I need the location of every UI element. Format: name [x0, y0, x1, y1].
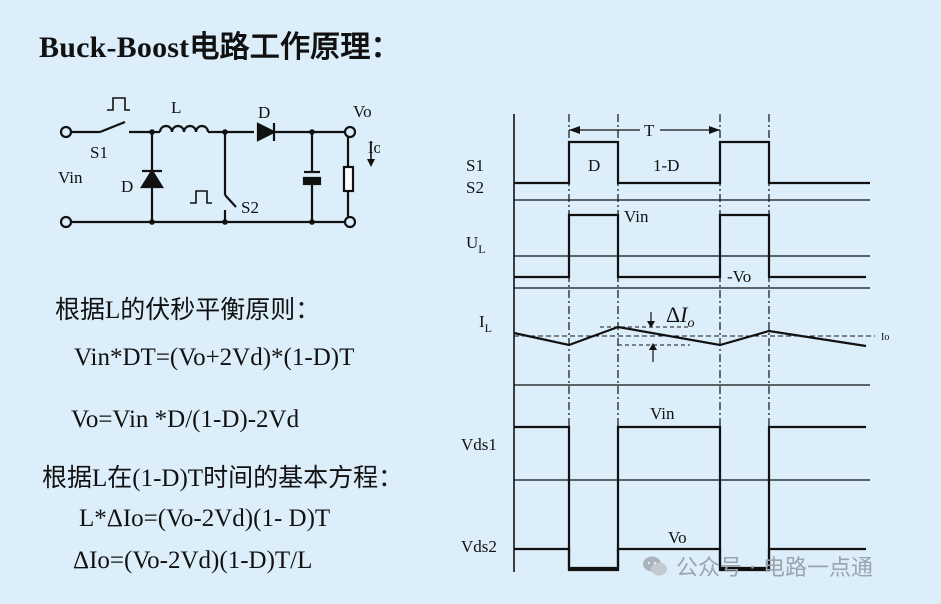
label-D-left: D	[121, 177, 133, 196]
output-capacitor	[302, 170, 322, 186]
s2-switch	[224, 194, 237, 208]
wechat-icon	[642, 555, 668, 577]
watermark-text: 公众号 · 电路一点通	[676, 556, 873, 581]
signal-label-UL: UL	[466, 233, 486, 256]
delta-arrow-down-icon	[647, 321, 655, 328]
signal-label-UL-sub: L	[478, 242, 485, 256]
vin-terminal-top	[59, 125, 73, 139]
ul-high-label: Vin	[624, 207, 649, 226]
period-arrow-left-icon	[569, 126, 580, 134]
duty-label: D	[588, 156, 600, 175]
watermark: 公众号 · 电路一点通	[642, 550, 873, 582]
vds1-level-label: Vin	[650, 404, 675, 423]
label-Io: Io	[368, 138, 380, 157]
equation-3: L*ΔIo=(Vo-2Vd)(1- D)T	[79, 505, 331, 532]
signal-label-Vds1: Vds1	[461, 435, 497, 454]
vo-terminal-top	[343, 125, 357, 139]
s2-pulse-symbol	[190, 190, 212, 204]
delta-io-sub: o	[687, 316, 694, 331]
vds1-waveform	[514, 425, 866, 570]
page-title: Buck-Boost电路工作原理：	[39, 31, 401, 64]
delta-io-label: ΔIo	[666, 302, 694, 331]
signal-label-Vds2: Vds2	[461, 537, 497, 556]
signal-label-IL-sub: L	[485, 321, 492, 335]
signal-label-IL: IL	[479, 312, 492, 335]
basic-equation-heading: 根据L在(1-D)T时间的基本方程：	[42, 465, 404, 492]
buck-boost-circuit: L D Vo Io S1 Vin D S2	[58, 97, 380, 229]
series-diode	[256, 122, 277, 142]
signal-label-S1: S1	[466, 156, 484, 175]
label-S2: S2	[241, 198, 259, 217]
s1-pulse-symbol	[107, 97, 130, 111]
io-arrow-icon	[367, 159, 375, 167]
ul-waveform	[514, 213, 866, 279]
io-level-label: Io	[881, 332, 889, 343]
timing-waveforms: T D 1-D S1 S2 UL Vin -Vo IL ΔIo Io Vds1 …	[461, 114, 889, 572]
delta-arrow-up-icon	[649, 343, 657, 350]
vin-terminal-bottom	[59, 215, 73, 229]
off-label: 1-D	[653, 156, 679, 175]
load-resistor	[342, 165, 355, 193]
volt-second-heading: 根据L的伏秒平衡原则：	[55, 297, 321, 324]
signal-label-S2: S2	[466, 178, 484, 197]
ul-low-label: -Vo	[727, 267, 751, 286]
equation-4: ΔIo=(Vo-2Vd)(1-D)T/L	[73, 547, 313, 574]
equation-1: Vin*DT=(Vo+2Vd)*(1-D)T	[74, 344, 355, 371]
vds2-waveform	[514, 547, 866, 572]
vo-terminal-bottom	[343, 215, 357, 229]
period-arrow-right-icon	[709, 126, 720, 134]
label-L: L	[171, 98, 181, 117]
s1-s2-gate-waveform	[514, 140, 870, 185]
label-Vo: Vo	[353, 102, 372, 121]
vds2-level-label: Vo	[668, 528, 687, 547]
inductor	[158, 124, 210, 133]
period-label: T	[644, 121, 655, 140]
s1-switch	[99, 120, 160, 134]
label-D-top: D	[258, 103, 270, 122]
freewheel-diode	[140, 168, 164, 189]
label-S1: S1	[90, 143, 108, 162]
equation-2: Vo=Vin *D/(1-D)-2Vd	[71, 406, 300, 433]
label-Vin: Vin	[58, 168, 83, 187]
